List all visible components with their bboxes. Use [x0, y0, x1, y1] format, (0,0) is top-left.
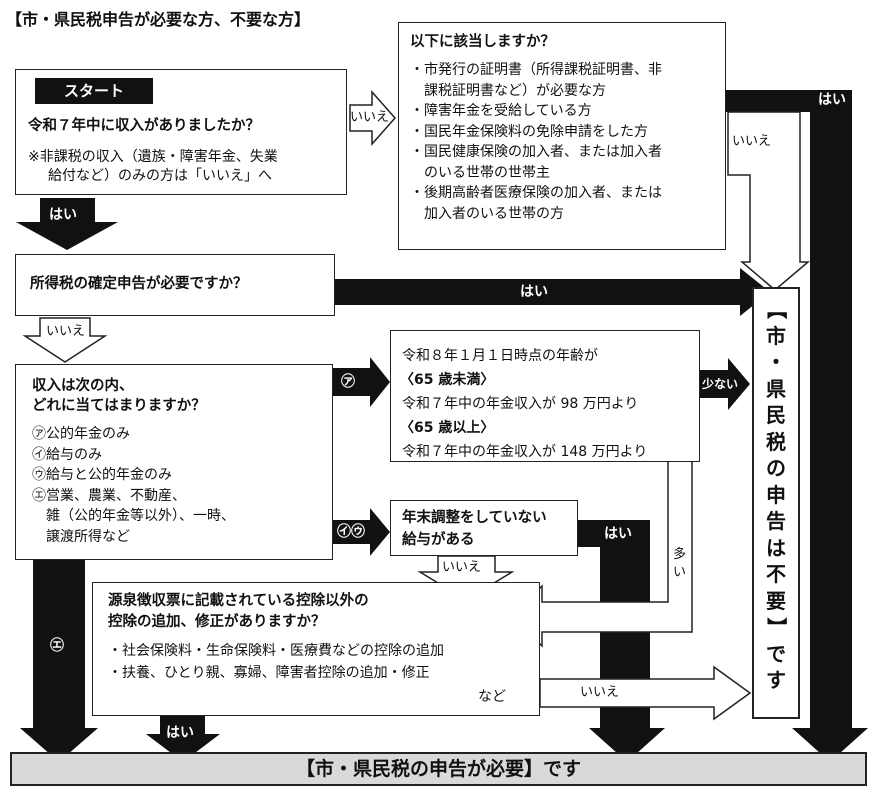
year-end-line-2: 給与がある: [402, 532, 475, 548]
arrow-iu: [333, 508, 390, 556]
exempt-question: 以下に該当しますか？: [410, 34, 555, 50]
income-type-option: 雑（公的年金等以外）、一時、: [32, 508, 235, 524]
label-incometax-no: いいえ: [46, 324, 86, 339]
arrow-e: [20, 560, 98, 762]
not-required-char: 市: [766, 323, 786, 348]
label-start-no: いいえ: [350, 110, 390, 125]
not-required-char: 民: [766, 403, 786, 427]
exempt-item: ・国民年金保険料の免除申請をした方: [410, 123, 648, 140]
not-required-char: 【: [764, 299, 789, 320]
income-type-option: ㋓営業、農業、不動産、: [32, 487, 186, 504]
label-more-1: 多: [673, 547, 687, 562]
exempt-item: ・障害年金を受給している方: [410, 103, 592, 119]
income-type-option: ㋐公的年金のみ: [32, 426, 130, 442]
income-type-box: [15, 364, 333, 560]
label-more-2: い: [673, 565, 687, 580]
arrow-incometax-no: [22, 317, 108, 363]
arrow-exempt-no: [727, 111, 811, 291]
required-text: 【市・県民税の申告が必要】です: [295, 758, 581, 780]
label-iu: ㋑㋒: [337, 524, 365, 540]
income-type-options: ㋐公的年金のみ ㋑給与のみ ㋒給与と公的年金のみ ㋓営業、農業、不動産、 雑（公…: [32, 424, 235, 547]
deduction-line-1: 源泉徴収票に記載されている控除以外の: [108, 593, 369, 609]
income-tax-question: 所得税の確定申告が必要ですか？: [30, 276, 248, 292]
label-incometax-yes: はい: [520, 284, 548, 300]
deduction-line-2: 控除の追加、修正がありますか？: [108, 614, 326, 630]
deduction-box: [92, 582, 540, 716]
year-end-box: [390, 500, 578, 556]
not-required-char: 税: [766, 429, 786, 454]
arrow-deduction-no: [539, 665, 752, 721]
not-required-char: は: [766, 535, 786, 560]
age-line-4: 〈65 歳以上〉: [400, 420, 495, 436]
deduction-item-3: など: [478, 689, 506, 705]
exempt-check-box: [398, 22, 726, 250]
label-a: ㋐: [341, 374, 355, 390]
not-required-char: 申: [766, 482, 786, 507]
label-yearend-no: いいえ: [442, 560, 482, 575]
year-end-line-1: 年末調整をしていない: [402, 510, 547, 526]
not-required-char: 要: [766, 588, 786, 613]
label-yearend-yes: はい: [604, 526, 632, 542]
not-required-char: で: [766, 641, 786, 666]
not-required-char: す: [766, 668, 786, 692]
age-line-2: 〈65 歳未満〉: [400, 372, 495, 388]
arrow-yearend-yes: [578, 520, 665, 762]
label-deduction-yes: はい: [166, 725, 194, 741]
not-required-char: ・: [766, 350, 786, 374]
exempt-item: 加入者のいる世帯の方: [410, 205, 564, 222]
label-less: 少ない: [702, 377, 739, 391]
age-line-5: 令和７年中の年金収入が 148 万円より: [402, 444, 648, 460]
exempt-list: ・市発行の証明書（所得課税証明書、非 課税証明書など）が必要な方 ・障害年金を受…: [410, 60, 662, 224]
exempt-item: 課税証明書など）が必要な方: [410, 82, 606, 99]
start-question: 令和７年中に収入がありましたか？: [28, 118, 260, 134]
exempt-item: ・国民健康保険の加入者、または加入者: [410, 144, 662, 160]
not-required-char: の: [766, 456, 786, 480]
deduction-item-1: ・社会保険料・生命保険料・医療費などの控除の追加: [108, 643, 444, 659]
page-title: 【市・県民税申告が必要な方、不要な方】: [6, 10, 311, 29]
not-required-char: 】: [764, 617, 789, 638]
not-required-char: 不: [766, 562, 786, 586]
arrow-exempt-yes: [712, 90, 868, 762]
age-line-1: 令和８年１月１日時点の年齢が: [402, 348, 598, 364]
label-e: ㋓: [50, 638, 64, 654]
income-type-option: 譲渡所得など: [32, 528, 130, 545]
not-required-char: 告: [766, 509, 786, 533]
arrow-a: [333, 357, 390, 407]
age-line-3: 令和７年中の年金収入が 98 万円より: [402, 396, 639, 412]
income-type-question-1: 収入は次の内、: [32, 378, 134, 394]
exempt-item: ・後期高齢者医療保険の加入者、または: [410, 185, 662, 201]
income-type-question-2: どれに当てはまりますか？: [32, 398, 206, 414]
income-type-option: ㋒給与と公的年金のみ: [32, 467, 172, 483]
start-note-1: ※非課税の収入（遺族・障害年金、失業: [28, 149, 278, 165]
label-start-yes: はい: [49, 207, 77, 223]
label-exempt-yes: はい: [818, 92, 846, 108]
arrow-deduction-yes: [146, 716, 220, 762]
income-type-option: ㋑給与のみ: [32, 446, 102, 463]
label-exempt-no: いいえ: [732, 134, 772, 149]
not-required-char: 県: [766, 376, 786, 401]
arrow-start-no: [349, 90, 397, 146]
label-deduction-no: いいえ: [580, 685, 620, 700]
arrow-less: [700, 358, 750, 410]
not-required-text: 【 市 ・ 県 民 税 の 申 告 は 不 要 】 で す: [752, 296, 800, 694]
income-tax-box: [15, 254, 335, 316]
exempt-item: ・市発行の証明書（所得課税証明書、非: [410, 62, 662, 78]
arrow-incometax-yes: [335, 268, 770, 316]
deduction-item-2: ・扶養、ひとり親、寡婦、障害者控除の追加・修正: [108, 665, 430, 681]
start-label: スタート: [35, 78, 153, 104]
start-note-2: 給付など）のみの方は「いいえ」へ: [48, 168, 272, 184]
arrow-start-yes: [16, 198, 118, 250]
exempt-item: のいる世帯の世帯主: [410, 164, 550, 181]
age-box: [390, 330, 700, 462]
not-required-box: [752, 287, 800, 719]
required-bar: [10, 752, 867, 786]
